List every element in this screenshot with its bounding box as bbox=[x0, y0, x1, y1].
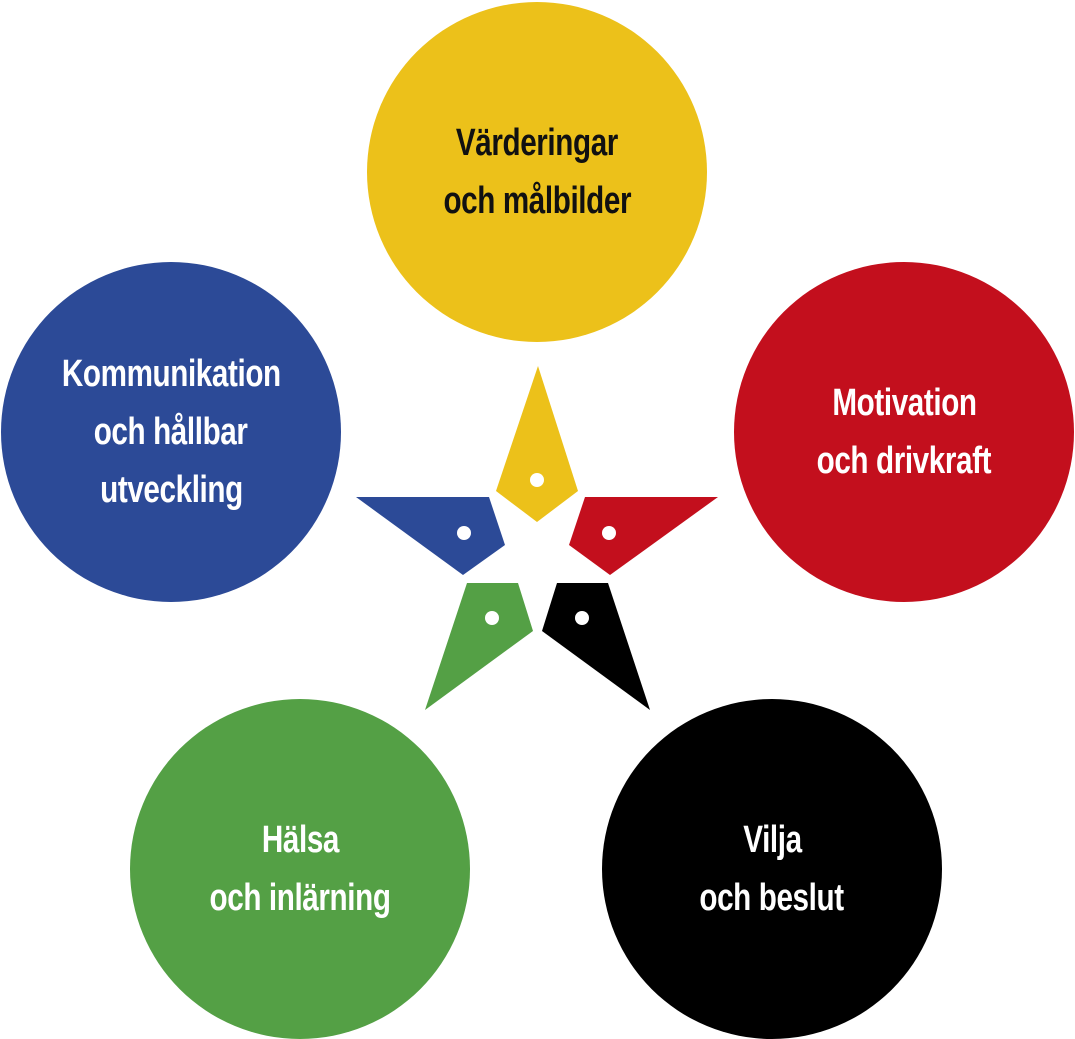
star-point-red-shape bbox=[569, 497, 718, 575]
circle-label-line: utveckling bbox=[99, 469, 243, 511]
star-point-green bbox=[425, 583, 533, 710]
circle-label-line: Hälsa bbox=[261, 819, 339, 861]
circle-label-line: och hållbar bbox=[94, 411, 248, 453]
star-point-black-dot bbox=[575, 611, 589, 625]
circle-label-line: Kommunikation bbox=[61, 353, 281, 395]
circle-label-line: och målbilder bbox=[443, 180, 631, 222]
circle-values-and-goals: Värderingar och målbilder bbox=[367, 2, 707, 342]
circle-label-line: och inlärning bbox=[209, 877, 391, 919]
star-point-green-shape bbox=[425, 583, 533, 710]
star-point-blue-dot bbox=[457, 526, 471, 540]
star-point-blue bbox=[356, 497, 505, 575]
circle-label-line: och drivkraft bbox=[816, 440, 992, 482]
star-point-green-dot bbox=[485, 611, 499, 625]
circle-communication-and-sustainable-development: Kommunikation och hållbar utveckling bbox=[1, 262, 341, 602]
star-point-yellow-dot bbox=[530, 473, 544, 487]
star-point-black bbox=[542, 583, 650, 710]
star-point-red-dot bbox=[602, 526, 616, 540]
star-point-black-shape bbox=[542, 583, 650, 710]
circle-label-line: Vilja bbox=[742, 819, 802, 861]
circle-will-and-decision: Vilja och beslut bbox=[602, 699, 942, 1039]
circle-label-line: Motivation bbox=[831, 382, 977, 424]
circle-label-line: Värderingar bbox=[455, 122, 619, 164]
star-point-red bbox=[569, 497, 718, 575]
circle-health-and-learning: Hälsa och inlärning bbox=[130, 699, 470, 1039]
circle-label-line: och beslut bbox=[699, 877, 845, 919]
star-point-blue-shape bbox=[356, 497, 505, 575]
star-point-yellow bbox=[496, 366, 578, 522]
star-point-yellow-shape bbox=[496, 366, 578, 522]
circle-motivation-and-drive: Motivation och drivkraft bbox=[734, 262, 1074, 602]
